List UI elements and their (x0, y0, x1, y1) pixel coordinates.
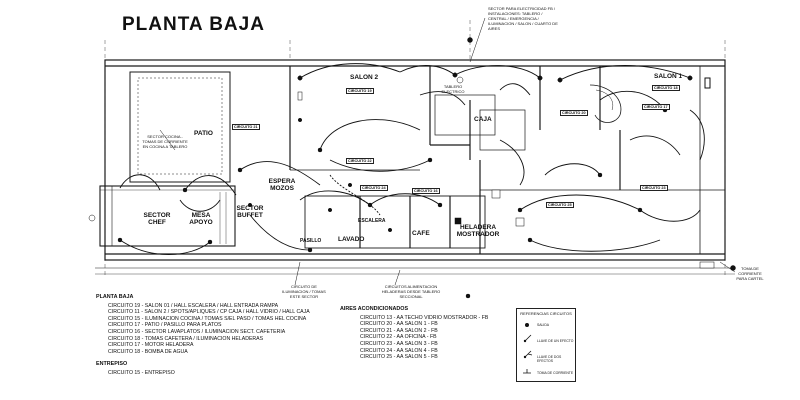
symbol-label: LLAVE DE DOS EFECTOS (537, 355, 562, 363)
legend-header: AIRES ACONDICIONADOS (340, 306, 409, 312)
note-bottom-2: CIRCUITO DE ILUMINACION / TOMAS ESTE SEC… (282, 284, 326, 299)
circuit-tag: CIRCUITO 23 (640, 185, 668, 191)
symbol-label: SALIDA (537, 323, 550, 327)
circuit-tag: CIRCUITO 24 (360, 185, 388, 191)
socket-icon (523, 369, 531, 374)
note-patio: SECTOR COCINA - TOMAS DE CORRIENTE EN CO… (142, 134, 188, 149)
note-tablero: TABLERO ELECTRICO (441, 84, 465, 94)
symbols-header: REFERENCIAS CIRCUITOS (520, 311, 572, 316)
room-label-lavado: LAVADO (338, 236, 365, 243)
room-label-escalera: ESCALERA (358, 218, 386, 224)
symbols-legend: REFERENCIAS CIRCUITOS SALIDA LLAVE DE UN… (516, 308, 576, 382)
note-top-right: SECTOR PARA ELECTRICIDAD FB / INSTALACIO… (488, 6, 558, 31)
outlet-symbol-icon (525, 323, 529, 327)
electrical-fixtures (88, 37, 736, 299)
legend-line: CIRCUITO 18 - TOMAS CAFETERA / ILUMINACI… (108, 335, 264, 342)
room-label-buffet: SECTOR BUFFET (236, 205, 264, 219)
legend-line: CIRCUITO 22 - AA OFICINA - FB (360, 334, 437, 341)
room-label-pasillo: PASILLO (300, 238, 322, 244)
page-title: PLANTA BAJA (122, 14, 265, 35)
room-label-mesa: MESA APOYO (189, 212, 213, 226)
room-label-cafe: CAFE (412, 230, 430, 237)
patio-wall (129, 71, 231, 183)
room-label-chef: SECTOR CHEF (143, 212, 171, 226)
circuit-tag: CIRCUITO 17 (642, 104, 670, 110)
legend-line: CIRCUITO 17 - PATIO / PASILLO PARA PLATO… (108, 322, 222, 329)
circuit-tag: CIRCUITO 21 (232, 124, 260, 130)
kitchen-wall (304, 195, 486, 249)
legend-planta-baja: PLANTA BAJA CIRCUITO 19 - SALON 01 / HAL… (96, 294, 310, 377)
legend-line: CIRCUITO 23 - AA SALON 3 - FB (360, 340, 438, 347)
room-label-patio: PATIO (194, 130, 213, 137)
legend-line: CIRCUITO 25 - AA SALON 5 - FB (360, 354, 438, 361)
legend-line: CIRCUITO 16 - SECTOR LAVAPLATOS / ILUMIN… (108, 328, 286, 335)
note-right-bottom: TOMA DE CORRIENTE PARA CARTEL (736, 266, 764, 281)
circuit-tag: CIRCUITO 20 (560, 110, 588, 116)
legend-line: CIRCUITO 19 - SALON 01 / HALL ESCALERA /… (108, 302, 279, 309)
circuit-tag: CIRCUITO 25 (546, 202, 574, 208)
room-label-salon1: SALON 1 (654, 73, 683, 80)
legend-line: CIRCUITO 15 - ENTREPISO (108, 369, 175, 376)
symbol-label: TOMA DE CORRIENTE (537, 371, 574, 375)
room-label-salon2: SALON 2 (350, 74, 379, 81)
circuit-tag: CIRCUITO 16 (412, 188, 440, 194)
circuit-tag: CIRCUITO 19 (346, 88, 374, 94)
legend-line: CIRCUITO 11 - SALON 2 / SPOTS/APLIQUES /… (108, 309, 310, 316)
circuit-tag: CIRCUITO 18 (652, 85, 680, 91)
room-label-espera: ESPERA MOZOS (268, 178, 296, 192)
room-label-caja: CAJA (474, 116, 492, 123)
legend-line: CIRCUITO 17 - MOTOR HELADERA (108, 342, 194, 349)
symbol-label: LLAVE DE UN EFECTO (537, 339, 574, 343)
legend-line: CIRCUITO 13 - AA TECHO VIDRIO MOSTRADOR … (360, 314, 489, 321)
legend-line: CIRCUITO 21 - AA SALON 2 - FB (360, 327, 438, 334)
symbols-glyphs (523, 323, 533, 374)
switch-single-icon (524, 334, 532, 342)
chef-wall (99, 185, 236, 247)
legend-header: PLANTA BAJA (96, 294, 134, 300)
legend-line: CIRCUITO 15 - ILUMINACION COCINA / TOMAS… (108, 315, 307, 322)
legend-line: CIRCUITO 18 - BOMBA DE AGUA (108, 348, 188, 355)
note-bottom-1: CIRCUITOS ALIMENTACION HELADERAS DESDE T… (381, 284, 441, 299)
legend-line: CIRCUITO 24 - AA SALON 4 - FB (360, 347, 438, 354)
legend-line: CIRCUITO 20 - AA SALON 1 - FB (360, 321, 438, 328)
legend-subheader: ENTREPISO (96, 361, 128, 368)
circuit-tag: CIRCUITO 22 (346, 158, 374, 164)
room-label-heladera: HELADERA MOSTRADOR (456, 224, 500, 238)
circuit-wiring (119, 17, 736, 286)
legend-aires: AIRES ACONDICIONADOS CIRCUITO 13 - AA TE… (340, 306, 488, 361)
